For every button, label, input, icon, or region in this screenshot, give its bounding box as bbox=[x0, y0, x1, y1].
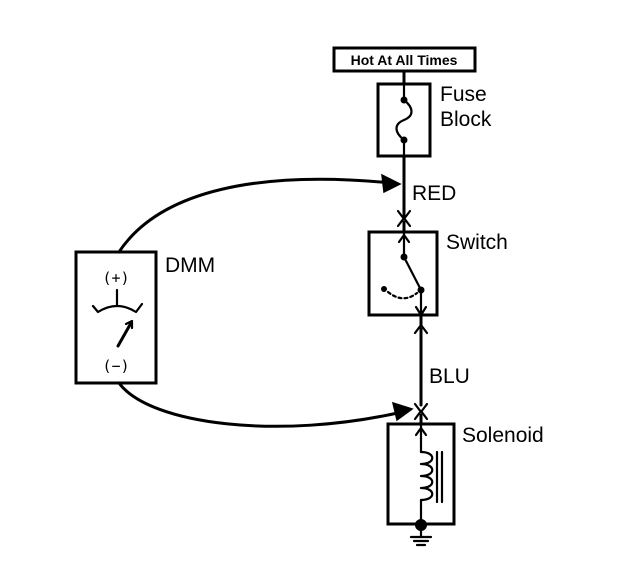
coil-icon bbox=[414, 422, 444, 526]
arrow-icon bbox=[381, 173, 402, 194]
arrow-icon bbox=[391, 401, 414, 422]
fuse-icon bbox=[395, 82, 413, 158]
blu-wire: BLU bbox=[413, 313, 470, 426]
power-source-label-box: Hot At All Times bbox=[332, 46, 477, 73]
switch: Switch bbox=[367, 230, 508, 317]
meter-negative-label: (−) bbox=[102, 357, 129, 375]
fuse-block: Fuse Block bbox=[376, 69, 492, 158]
meter-needle-icon bbox=[91, 288, 144, 348]
power-source-label: Hot At All Times bbox=[351, 52, 458, 68]
dmm-meter: (+) (−) DMM bbox=[74, 250, 215, 385]
ground-icon bbox=[409, 519, 433, 547]
dmm-label: DMM bbox=[165, 254, 215, 277]
red-wire: RED bbox=[396, 154, 456, 234]
fuse-label-line1: Fuse bbox=[440, 83, 487, 106]
switch-label: Switch bbox=[446, 231, 508, 254]
test-lead-negative bbox=[117, 381, 414, 428]
test-lead-positive bbox=[117, 173, 402, 254]
fuse-label-line2: Block bbox=[440, 108, 492, 131]
meter-positive-label: (+) bbox=[102, 269, 129, 287]
solenoid-label: Solenoid bbox=[462, 424, 544, 447]
blu-wire-label: BLU bbox=[429, 365, 470, 388]
red-wire-label: RED bbox=[412, 182, 456, 205]
switch-icon bbox=[381, 230, 428, 317]
solenoid: Solenoid bbox=[386, 422, 544, 526]
